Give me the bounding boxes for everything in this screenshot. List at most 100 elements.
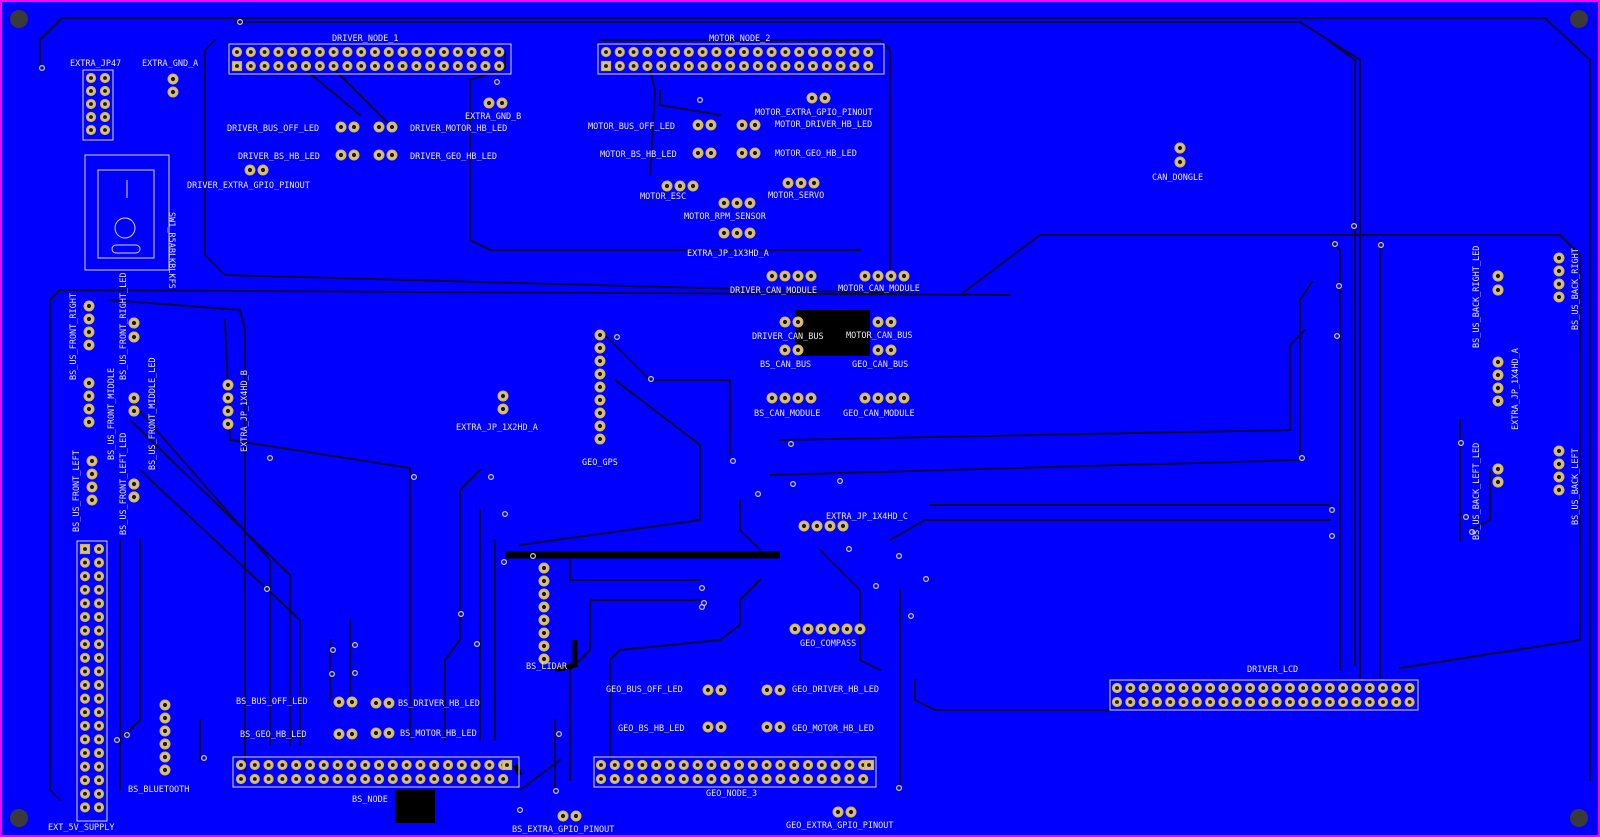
pad-drill [103,115,107,119]
pad-drill [1556,268,1562,274]
pad-drill [276,50,281,54]
pad-drill [659,50,664,54]
via [907,612,914,619]
pad-drill [782,273,788,279]
label-driver-bs-hb-led: DRIVER_BS_HB_LED [238,152,320,162]
pad-drill [612,777,617,781]
pad-drill [597,345,603,351]
pad-drill [373,64,377,68]
pad-drill [769,64,774,68]
pad-drill [1495,479,1501,485]
via [264,585,271,592]
pad-drill [835,809,841,815]
pad-drill [700,64,705,68]
pad-drill [262,64,267,68]
via [1468,528,1475,535]
pad-drill [718,687,724,693]
pad-drill [1367,686,1372,690]
pad-drill [1261,686,1266,690]
pad-drill [867,763,871,767]
pad-drill [473,763,478,767]
pad-drill [86,419,92,425]
pad-drill [1168,700,1173,704]
pad-drill [795,319,801,325]
pad-drill [103,89,107,93]
pad-drill [541,656,547,662]
pad-drill [1495,372,1501,378]
pad-drill [335,777,340,781]
pad-drill [737,763,741,767]
pad-drill [541,578,547,584]
pad-drill [1181,686,1186,690]
pad-drill [131,408,137,414]
driver-lcd-outline [1109,679,1419,711]
pad-drill [501,777,506,781]
extra-jp47-outline [82,69,114,141]
pad-drill [718,724,724,730]
pad-drill [170,76,176,82]
pad-drill [414,50,419,54]
pad-drill [728,50,733,54]
pad-drill [331,50,336,54]
pad-drill [428,50,433,54]
pad-drill [162,728,168,734]
pad-drill [252,777,257,781]
pad-drill [673,64,677,68]
pad-drill [400,64,405,68]
pad-drill [811,50,815,54]
pad-drill [373,730,379,736]
pad-drill [418,777,423,781]
pad-drill [831,626,837,632]
label-motor-node-2: MOTOR_NODE_2 [709,34,770,44]
pad-drill [404,763,409,767]
mounting-hole-top-right [1570,10,1588,28]
pad-drill [386,64,391,68]
pad-drill [386,50,391,54]
pad-drill [497,64,502,68]
via [1333,333,1340,340]
pad-drill [239,777,243,781]
label-geo-driver-hb-led: GEO_DRIVER_HB_LED [792,685,879,695]
pad-drill [442,64,446,68]
pad-drill [1367,700,1372,704]
pad-drill [260,167,266,173]
via [1457,440,1464,447]
pad-drill [432,763,437,767]
pad-drill [709,777,714,781]
pad-drill [654,777,659,781]
pad-drill [162,715,168,721]
pad-drill [86,380,92,386]
pad-drill [469,50,474,54]
pad-drill [626,777,631,781]
label-bs-can-module: BS_CAN_MODULE [754,409,821,419]
pad-drill [811,180,817,186]
pad-drill [252,763,257,767]
pad-drill [483,64,488,68]
pad-drill [376,124,382,130]
label-bs-motor-hb-led: BS_MOTOR_HB_LED [400,729,477,739]
pad-drill [848,809,854,815]
label-motor-bs-hb-led: MOTOR_BS_HB_LED [600,150,677,160]
pad-drill [737,777,741,781]
pad-drill [455,50,460,54]
pad-drill [500,406,506,412]
pad-drill [599,777,603,781]
pad-drill [755,50,760,54]
pad-drill [695,763,700,767]
pad-drill [89,497,95,503]
pad-drill [248,64,253,68]
pad-drill [1556,487,1562,493]
pad-drill [1556,474,1562,480]
pad-drill [1556,448,1562,454]
pad-drill [97,615,101,619]
pad-drill [83,751,87,755]
pad-drill [280,777,285,781]
label-geo-bus-off-led: GEO_BUS_OFF_LED [606,685,683,695]
pad-drill [345,50,350,54]
pad-drill [695,777,700,781]
pad-drill [280,763,285,767]
pad-drill [1248,686,1252,690]
pad-drill [597,410,603,416]
pad-drill [654,763,659,767]
label-driver-can-bus: DRIVER_CAN_BUS [752,332,824,342]
